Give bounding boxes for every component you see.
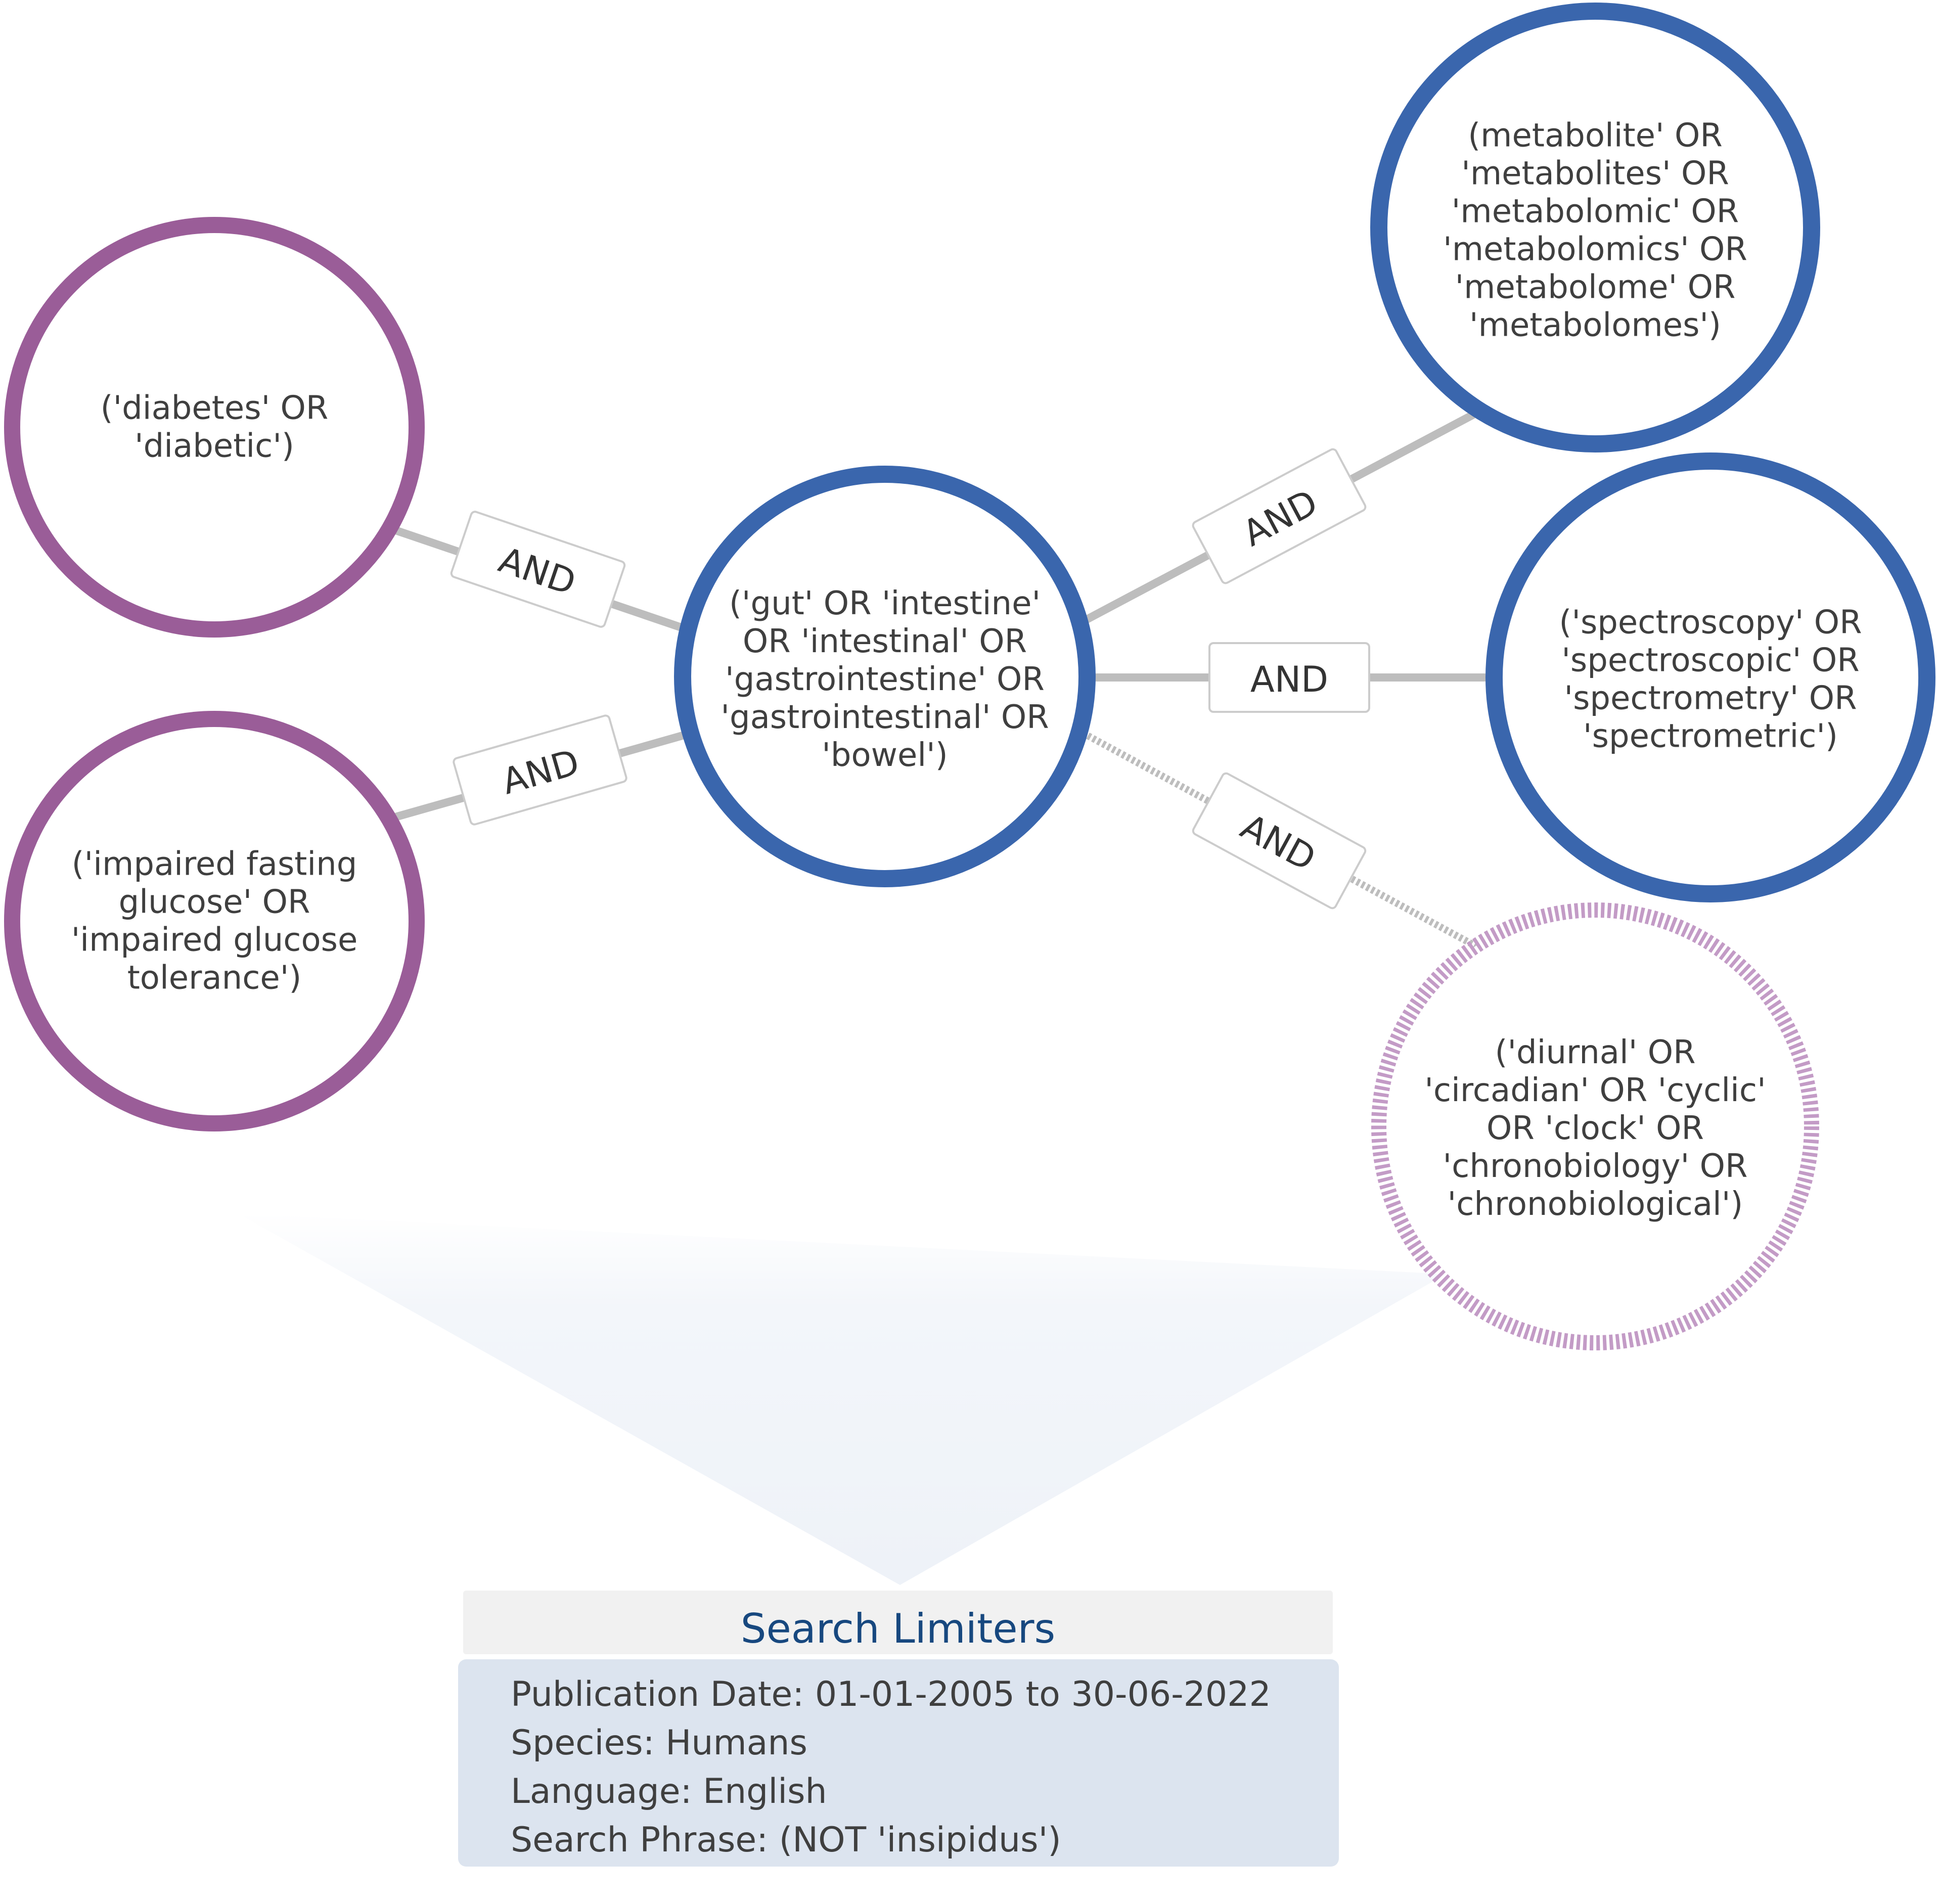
node-text-line: tolerance') bbox=[127, 960, 302, 997]
limiter-species: Species: Humans bbox=[511, 1723, 807, 1763]
and-label-diabetes: AND bbox=[450, 511, 626, 628]
node-text-spectroscopy: ('spectroscopy' OR'spectroscopic' OR'spe… bbox=[1559, 604, 1862, 755]
node-circle-diabetes bbox=[4, 217, 425, 638]
node-text-line: ('impaired fasting bbox=[72, 846, 357, 883]
node-text-line: 'gastrointestine' OR bbox=[725, 661, 1045, 698]
node-circle-impaired bbox=[4, 711, 425, 1131]
limiters-fan bbox=[238, 1213, 1446, 1585]
and-label-metabolite: AND bbox=[1192, 448, 1367, 584]
node-circle-metabolite bbox=[1370, 3, 1820, 452]
node-text-line: 'metabolome' OR bbox=[1455, 269, 1736, 306]
node-text-metabolite: (metabolite' OR'metabolites' OR'metabolo… bbox=[1443, 117, 1747, 344]
node-text-line: 'spectrometry' OR bbox=[1564, 680, 1857, 717]
node-text-diabetes: ('diabetes' OR'diabetic') bbox=[101, 390, 329, 465]
node-text-line: OR 'clock' OR bbox=[1486, 1110, 1704, 1147]
node-text-line: 'diabetic') bbox=[134, 428, 294, 465]
node-circle-diurnal bbox=[1371, 902, 1819, 1350]
limiter-search-phrase: Search Phrase: (NOT 'insipidus') bbox=[511, 1820, 1061, 1860]
node-text-line: 'circadian' OR 'cyclic' bbox=[1424, 1072, 1766, 1109]
and-label-impaired: AND bbox=[453, 714, 627, 826]
and-label-spectroscopy: AND bbox=[1208, 642, 1370, 713]
node-text-line: OR 'intestinal' OR bbox=[743, 623, 1027, 660]
search-limiters-box: Publication Date: 01-01-2005 to 30-06-20… bbox=[458, 1659, 1339, 1867]
and-label-diurnal: AND bbox=[1192, 772, 1367, 910]
node-text-line: 'chronobiological') bbox=[1448, 1186, 1743, 1223]
node-text-line: 'spectrometric') bbox=[1583, 718, 1838, 755]
node-text-diurnal: ('diurnal' OR'circadian' OR 'cyclic'OR '… bbox=[1424, 1034, 1766, 1223]
node-text-line: 'impaired glucose bbox=[71, 922, 358, 959]
node-text-line: 'metabolites' OR bbox=[1461, 155, 1729, 193]
node-text-line: ('gut' OR 'intestine' bbox=[729, 585, 1041, 622]
limiter-language: Language: English bbox=[511, 1772, 827, 1811]
node-text-line: 'chronobiology' OR bbox=[1443, 1148, 1748, 1185]
node-text-line: glucose' OR bbox=[119, 884, 310, 921]
node-circle-spectroscopy bbox=[1485, 452, 1935, 902]
node-circle-gut bbox=[674, 466, 1096, 887]
node-text-line: (metabolite' OR bbox=[1468, 117, 1723, 155]
and-text: AND bbox=[1250, 659, 1328, 700]
node-text-line: 'metabolomic' OR bbox=[1452, 193, 1739, 231]
node-text-line: 'spectroscopic' OR bbox=[1561, 642, 1859, 679]
node-text-line: 'bowel') bbox=[822, 737, 948, 774]
node-text-line: ('diabetes' OR bbox=[101, 390, 329, 427]
search-limiters-title: Search Limiters bbox=[463, 1591, 1333, 1654]
node-text-line: ('diurnal' OR bbox=[1495, 1034, 1695, 1071]
node-text-gut: ('gut' OR 'intestine'OR 'intestinal' OR'… bbox=[720, 585, 1049, 774]
node-text-line: 'metabolomes') bbox=[1469, 307, 1721, 344]
node-text-line: 'metabolomics' OR bbox=[1443, 231, 1747, 268]
node-text-line: 'gastrointestinal' OR bbox=[720, 699, 1049, 736]
node-text-line: ('spectroscopy' OR bbox=[1559, 604, 1862, 642]
limiter-publication-date: Publication Date: 01-01-2005 to 30-06-20… bbox=[511, 1674, 1271, 1714]
